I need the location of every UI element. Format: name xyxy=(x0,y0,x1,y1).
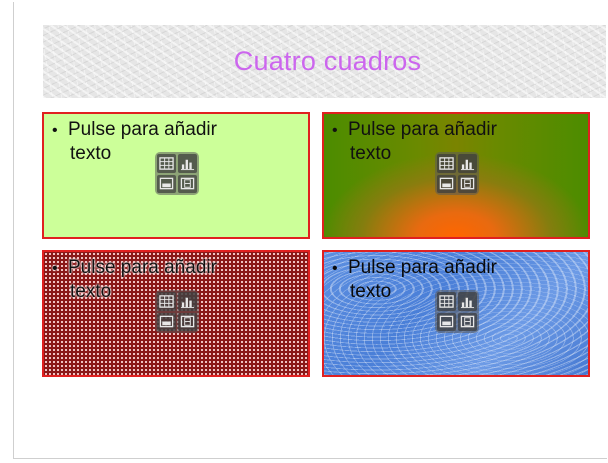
table-icon[interactable] xyxy=(437,292,456,311)
content-box-bottom-right[interactable]: • Pulse para añadir texto xyxy=(322,250,590,377)
bullet-line-2: texto xyxy=(70,143,112,164)
bullet-line-1: Pulse para añadir xyxy=(348,257,497,278)
image-icon[interactable] xyxy=(157,174,176,193)
bullet-line-2: texto xyxy=(350,281,392,302)
chart-icon[interactable] xyxy=(178,154,197,173)
video-icon[interactable] xyxy=(178,174,197,193)
table-icon[interactable] xyxy=(437,154,456,173)
bullet-line-1: Pulse para añadir xyxy=(68,119,217,140)
table-icon[interactable] xyxy=(157,292,176,311)
bullet-line-2: texto xyxy=(350,143,392,164)
chart-icon[interactable] xyxy=(178,292,197,311)
insert-object-icons xyxy=(155,152,199,195)
chart-icon[interactable] xyxy=(458,292,477,311)
content-box-top-left[interactable]: • Pulse para añadir texto xyxy=(42,112,310,239)
chart-icon[interactable] xyxy=(458,154,477,173)
content-box-bottom-left[interactable]: • Pulse para añadir texto xyxy=(42,250,310,377)
content-box-top-right[interactable]: • Pulse para añadir texto xyxy=(322,112,590,239)
insert-object-icons xyxy=(435,152,479,195)
video-icon[interactable] xyxy=(458,312,477,331)
bullet-dot: • xyxy=(332,260,338,277)
image-icon[interactable] xyxy=(437,312,456,331)
bullet-text[interactable]: • Pulse para añadir texto xyxy=(52,256,282,303)
bullet-dot: • xyxy=(332,122,338,139)
insert-object-icons xyxy=(155,290,199,333)
bullet-dot: • xyxy=(52,122,58,139)
bullet-line-2: texto xyxy=(70,281,112,302)
bullet-text[interactable]: • Pulse para añadir texto xyxy=(52,118,282,165)
slide-title[interactable]: Cuatro cuadros xyxy=(233,46,422,76)
bullet-dot: • xyxy=(52,260,58,277)
bullet-line-1: Pulse para añadir xyxy=(348,119,497,140)
title-placeholder[interactable]: Cuatro cuadros xyxy=(43,25,606,98)
image-icon[interactable] xyxy=(157,312,176,331)
bullet-text[interactable]: • Pulse para añadir texto xyxy=(332,256,562,303)
table-icon[interactable] xyxy=(157,154,176,173)
image-icon[interactable] xyxy=(437,174,456,193)
insert-object-icons xyxy=(435,290,479,333)
video-icon[interactable] xyxy=(178,312,197,331)
bullet-line-1: Pulse para añadir xyxy=(68,257,217,278)
bullet-text[interactable]: • Pulse para añadir texto xyxy=(332,118,562,165)
video-icon[interactable] xyxy=(458,174,477,193)
